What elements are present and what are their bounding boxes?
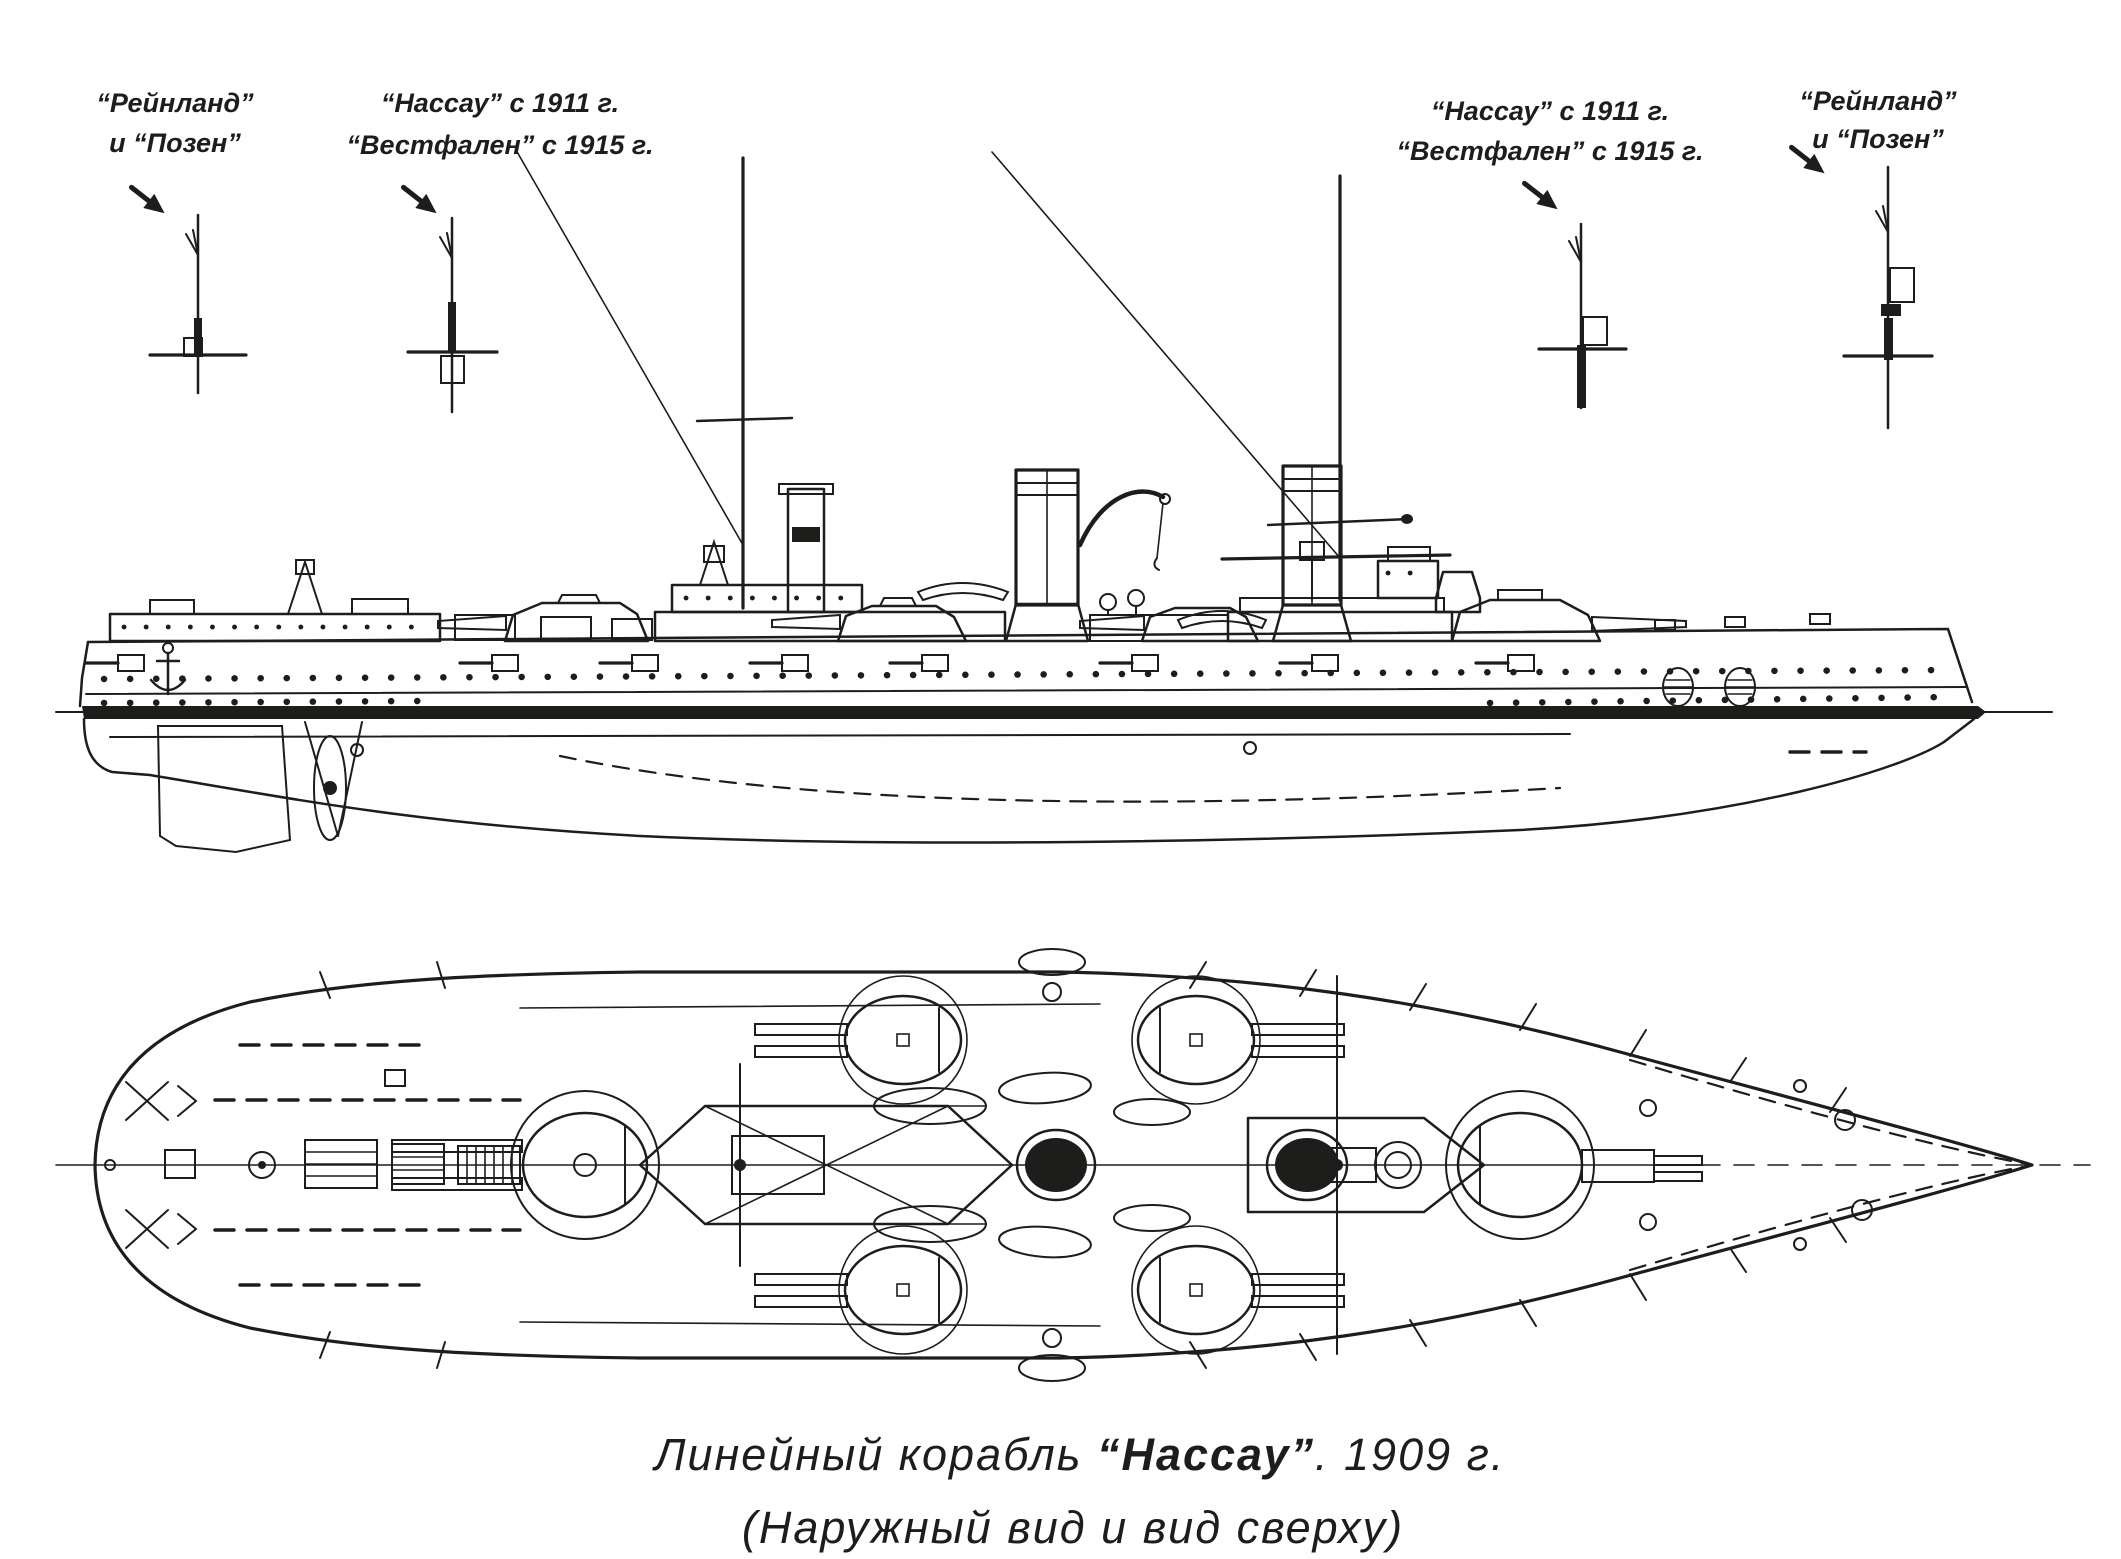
label-right-outer-line1: “Рейнланд” [1799, 86, 1957, 116]
mast-variant-rheinland-posen-left [148, 213, 248, 395]
pointer-arrow-icon [128, 184, 165, 214]
pointer-arrow-icon [1788, 144, 1825, 174]
pointer-arrow-icon [1521, 180, 1558, 210]
wing-turret-plan-fore-port [1131, 975, 1345, 1105]
ships-boats [873, 948, 1191, 1382]
fore-funnel-plan [1265, 1128, 1349, 1202]
caption: Линейный корабль “Нассау”. 1909 г. (Нару… [652, 1429, 1506, 1553]
mast-variant-nassau-westfalen-left [406, 216, 499, 414]
pointer-arrow-icon [400, 184, 437, 214]
skylight-grating [304, 1139, 445, 1189]
hull-plan-outline [93, 970, 2034, 1360]
mast-variant-rheinland-posen-right [1842, 165, 1934, 430]
forward-turret-plan [1445, 1090, 1703, 1240]
label-left-outer-line2: и “Позен” [109, 128, 241, 158]
anchor-icon [149, 642, 187, 696]
bow-fittings [1654, 613, 1831, 707]
foremast [991, 151, 1413, 602]
wing-turret-plan-aft-port [754, 975, 968, 1105]
label-right-outer-line2: и “Позен” [1812, 124, 1944, 154]
bridge-superstructure [1220, 541, 1482, 643]
aft-superstructure [653, 483, 1010, 643]
hawse-pipe [1724, 667, 1756, 707]
label-left-inner-line1: “Нассау” с 1911 г. [381, 88, 619, 118]
caption-line2: (Наружный вид и вид сверху) [742, 1502, 1404, 1553]
hawse-pipe [1662, 667, 1694, 707]
caption-prefix: Линейный корабль [652, 1429, 1097, 1480]
net-boom-ticks [319, 961, 1847, 1369]
label-left-outer-line1: “Рейнланд” [96, 88, 254, 118]
caption-suffix: . 1909 г. [1315, 1429, 1505, 1480]
mainmast [515, 149, 794, 610]
label-right-inner: “Нассау” с 1911 г. “Вестфален” с 1915 г. [1396, 96, 1703, 166]
label-right-inner-line1: “Нассау” с 1911 г. [1431, 96, 1669, 126]
label-right-outer: “Рейнланд” и “Позен” [1799, 86, 1957, 154]
quarterdeck-fittings [108, 558, 653, 696]
mast-variant-nassau-westfalen-right [1537, 222, 1628, 410]
aft-funnel [1004, 468, 1090, 643]
wing-turret-plan-fore-starboard [1131, 1225, 1345, 1355]
plan-view [55, 948, 2091, 1382]
aft-funnel-plan [1015, 1128, 1097, 1202]
label-left-inner: “Нассау” с 1911 г. “Вестфален” с 1915 г. [346, 88, 653, 160]
caption-ship-name: “Нассау” [1097, 1429, 1315, 1480]
wing-turret-aft-side [771, 597, 968, 643]
aft-turret-side [437, 594, 650, 643]
label-left-inner-line2: “Вестфален” с 1915 г. [346, 130, 653, 160]
label-left-outer: “Рейнланд” и “Позен” [96, 88, 254, 158]
boat-crane [1077, 489, 1171, 571]
aft-bridge-plan [638, 1104, 1014, 1226]
label-right-inner-line2: “Вестфален” с 1915 г. [1396, 136, 1703, 166]
aft-turret-plan [391, 1090, 660, 1240]
wing-turret-plan-aft-starboard [754, 1225, 968, 1355]
casemate-guns [84, 654, 1535, 672]
bow-deck-details [1793, 1079, 1873, 1251]
fore-bridge-plan [1246, 1116, 1486, 1214]
caption-line1: Линейный корабль “Нассау”. 1909 г. [652, 1429, 1506, 1480]
hull-side [55, 627, 2053, 854]
side-view [55, 149, 2053, 854]
